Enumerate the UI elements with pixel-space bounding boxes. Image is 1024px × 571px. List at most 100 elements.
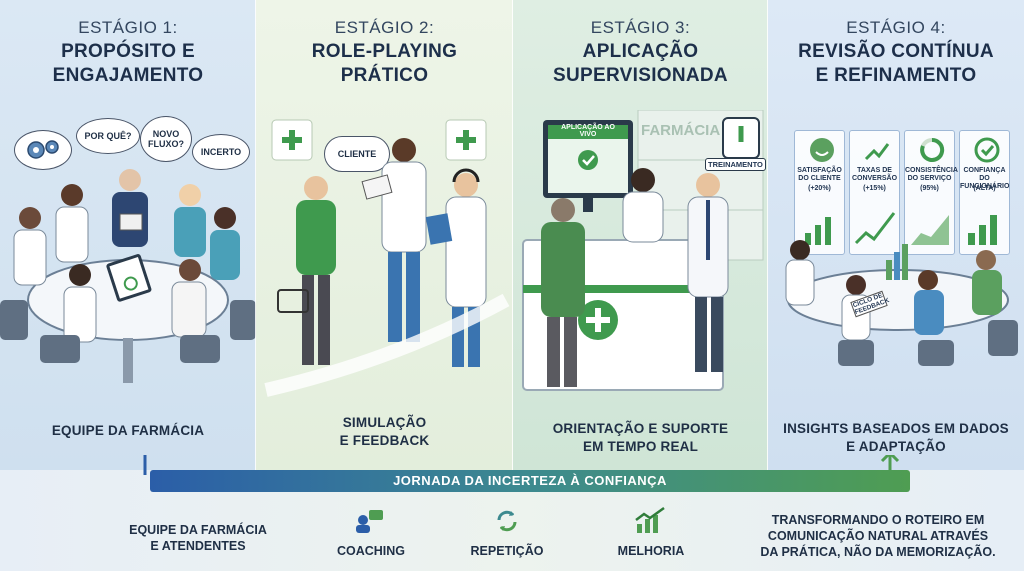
stage-3-label: ESTÁGIO 3: <box>590 18 691 37</box>
stage-4-caption-line1: INSIGHTS BASEADOS EM DADOS <box>783 421 1009 436</box>
team-member <box>972 250 1002 315</box>
check-circle-icon <box>974 137 1000 163</box>
coaching-icon <box>356 510 383 533</box>
metric-label: CONSISTÊNCIA DO SERVIÇO <box>905 167 958 182</box>
metric-value: (+20%) <box>808 185 831 192</box>
smiley-icon <box>810 138 834 162</box>
chair <box>180 335 220 363</box>
gears-icon <box>27 140 59 159</box>
stage-1-title-line1: PROPÓSITO E <box>61 41 195 62</box>
customer-bubble: CLIENTE <box>324 136 390 172</box>
stage-2-title-line2: PRÁTICO <box>340 65 429 86</box>
closing-note-line2: COMUNICAÇÃO NATURAL ATRAVÉS <box>767 529 989 543</box>
stage-4-caption: INSIGHTS BASEADOS EM DADOS E ADAPTAÇÃO <box>768 420 1024 456</box>
nurse-teal <box>174 184 206 257</box>
stage-1-panel: ESTÁGIO 1: PROPÓSITO E ENGAJAMENTO POR Q… <box>0 0 256 470</box>
stage-2-label: ESTÁGIO 2: <box>334 18 435 37</box>
why-bubble: POR QUÊ? <box>76 118 140 154</box>
metric-label: CONFIANÇA DO FUNCIONÁRIO <box>960 167 1010 190</box>
team-note-line2: E ATENDENTES <box>150 539 246 553</box>
journey-bar <box>150 470 910 492</box>
counter-illustration <box>522 110 764 391</box>
metric-label: SATISFAÇÃO DO CLIENTE <box>797 167 842 182</box>
metric-value: (+15%) <box>863 185 886 192</box>
chair <box>40 335 80 363</box>
metric-label: TAXAS DE CONVERSÃO <box>851 167 898 182</box>
chair <box>0 300 28 340</box>
bar-growth-icon <box>805 217 831 245</box>
repetition-icon <box>497 510 517 532</box>
stage-4-panel: ESTÁGIO 4: REVISÃO CONTÍNUA E REFINAMENT… <box>768 0 1024 470</box>
chart-bar <box>894 252 900 280</box>
stage-4-label: ESTÁGIO 4: <box>846 18 946 37</box>
coaching-label: COACHING <box>336 544 406 558</box>
stage-4-title-line1: REVISÃO CONTÍNUA <box>798 41 994 62</box>
stage-1-title: PROPÓSITO E ENGAJAMENTO <box>0 40 256 88</box>
uncertain-bubble: INCERTO <box>192 134 250 170</box>
progress-arrow <box>264 293 510 397</box>
stage-4-title-line2: E REFINAMENTO <box>815 65 977 86</box>
screen-label: APLICAÇÃO AO VIVO <box>561 124 615 138</box>
metric-card: CONSISTÊNCIA DO SERVIÇO (95%) <box>904 130 958 255</box>
improvement-icon <box>635 506 665 533</box>
supervisor-figure <box>687 173 729 372</box>
chair <box>230 300 256 340</box>
stage-2-panel: ESTÁGIO 2: ROLE-PLAYING PRÁTICO CLIENTE <box>256 0 513 470</box>
metric-value: (95%) <box>920 185 939 192</box>
assistant-front-left <box>63 264 97 343</box>
headset-icon <box>452 168 480 183</box>
chart-bar <box>902 244 908 280</box>
customer-figure <box>541 198 585 387</box>
review-scene: SATISFAÇÃO DO CLIENTE (+20%) TAXAS DE CO… <box>768 110 1024 410</box>
closing-note-line3: DA PRÁTICA, NÃO DA MEMORIZAÇÃO. <box>760 545 996 559</box>
closing-note: TRANSFORMANDO O ROTEIRO EM COMUNICAÇÃO N… <box>756 512 1000 560</box>
stage-1-caption-line1: EQUIPE DA FARMÁCIA <box>51 423 205 438</box>
shopping-basket-icon <box>277 289 309 313</box>
line-growth-icon <box>854 212 896 245</box>
cross-icon <box>456 130 476 150</box>
training-badge-label: TREINAMENTO <box>705 158 766 171</box>
journey-label: JORNADA DA INCERTEZA À CONFIANÇA <box>393 473 667 488</box>
stage-2-title: ROLE-PLAYING PRÁTICO <box>256 40 513 88</box>
chair <box>838 340 874 366</box>
team-meeting-scene: POR QUÊ? NOVO FLUXO? INCERTO <box>0 110 256 410</box>
counter-scene: APLICAÇÃO AO VIVO FARMÁCIA TREINAMENTO <box>513 110 768 410</box>
gears-thought-bubble <box>14 130 72 170</box>
chart-bar <box>886 260 892 280</box>
stage-3-title-line1: APLICAÇÃO <box>582 41 699 62</box>
clipboard-icon <box>425 213 453 245</box>
stage-3-title-line2: SUPERVISIONADA <box>553 65 728 86</box>
assistant-front-right <box>171 259 207 338</box>
stage-3-caption-line1: ORIENTAÇÃO E SUPORTE <box>552 421 729 436</box>
trend-up-icon <box>864 143 890 161</box>
cross-icon <box>282 130 302 150</box>
pharmacist-left <box>13 207 47 286</box>
nurse-right <box>210 207 240 280</box>
stage-2-title-line1: ROLE-PLAYING <box>311 41 458 62</box>
role-play-illustration <box>264 119 510 397</box>
stage-4-title: REVISÃO CONTÍNUA E REFINAMENTO <box>768 40 1024 88</box>
repetition-label: REPETIÇÃO <box>470 544 544 558</box>
stage-3-title: APLICAÇÃO SUPERVISIONADA <box>513 40 768 88</box>
metrics-dashboard: SATISFAÇÃO DO CLIENTE (+20%) TAXAS DE CO… <box>794 130 1010 255</box>
progress-ring-icon <box>920 137 945 162</box>
chair <box>918 340 954 366</box>
metric-card: TAXAS DE CONVERSÃO (+15%) <box>849 130 900 255</box>
pharmacist-2 <box>55 184 89 263</box>
tie <box>706 200 710 260</box>
role-play-scene: CLIENTE <box>256 110 513 410</box>
area-growth-icon <box>911 215 949 245</box>
clipboard-icon <box>361 174 393 200</box>
pharmacist-figure <box>361 138 427 342</box>
stage-2-caption-line2: E FEEDBACK <box>339 433 430 448</box>
stage-1-caption: EQUIPE DA FARMÁCIA <box>0 422 256 440</box>
manager <box>112 169 148 247</box>
meeting-illustration <box>0 169 256 383</box>
metric-card: SATISFAÇÃO DO CLIENTE (+20%) <box>794 130 845 255</box>
team-note-line1: EQUIPE DA FARMÁCIA <box>129 523 267 537</box>
stage-2-caption-line1: SIMULAÇÃO <box>342 415 427 430</box>
customer-figure <box>277 176 336 365</box>
table-leg <box>123 338 133 383</box>
stage-3-caption: ORIENTAÇÃO E SUPORTE EM TEMPO REAL <box>513 420 768 456</box>
check-icon <box>578 150 598 170</box>
